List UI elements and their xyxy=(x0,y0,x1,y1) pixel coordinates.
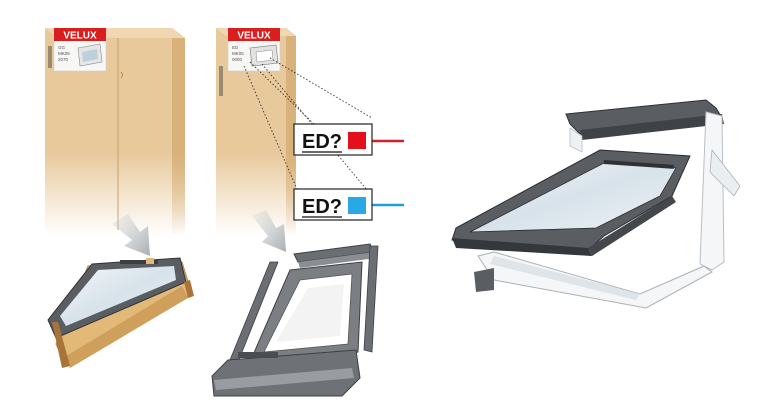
leader-line-blue-2 xyxy=(261,63,373,197)
flashing-bottom-rail xyxy=(238,352,278,358)
flashing-top-edge xyxy=(298,252,376,268)
box-middle-barcode xyxy=(219,66,223,96)
pine-frame-left-edge xyxy=(52,322,70,368)
package-box-left: VELUX GG MK06 2070 xyxy=(45,28,185,236)
box-middle-label-flashing-hole xyxy=(255,49,274,63)
callout-red: ED? xyxy=(293,123,404,156)
arrow-middle-icon xyxy=(252,210,286,252)
arrow-left-down xyxy=(112,214,150,256)
large-roof-window xyxy=(451,99,741,309)
box-middle-code-1: ED xyxy=(232,45,239,50)
box-left-code-3: 2070 xyxy=(58,57,69,62)
flashing-kit xyxy=(211,243,379,397)
arrow-middle-down xyxy=(252,210,286,252)
big-window-frame-bottom xyxy=(477,251,713,309)
callout-red-swatch xyxy=(348,132,366,149)
callout-blue: ED? xyxy=(293,188,404,221)
box-left-barcode xyxy=(48,46,52,68)
velux-logo-left-text: VELUX xyxy=(63,31,97,42)
box-middle-code-2: MK06 xyxy=(232,51,244,56)
box-left-handle-mark xyxy=(120,71,123,79)
box-left-front xyxy=(45,28,185,236)
velux-logo-middle-text: VELUX xyxy=(237,31,271,42)
arrow-left-icon xyxy=(112,214,150,256)
callout-red-label: ED? xyxy=(302,131,342,153)
callout-blue-swatch xyxy=(348,197,366,214)
box-left-code-1: GG xyxy=(58,45,66,50)
big-window-bottom-corner xyxy=(474,268,494,292)
box-left-code-2: MK06 xyxy=(58,51,70,56)
big-window-frame-top-edge xyxy=(580,114,724,140)
pine-window-latch xyxy=(146,258,154,264)
callout-blue-label: ED? xyxy=(302,196,342,218)
flashing-opening-inner xyxy=(276,284,344,342)
box-left-label-window-glass xyxy=(82,49,98,62)
box-middle-side xyxy=(286,28,296,236)
big-window-frame-bottom-inner xyxy=(490,256,640,300)
box-middle-code-3: 0000 xyxy=(232,57,243,62)
big-window-frame-right xyxy=(699,111,725,271)
leader-line-red-2 xyxy=(269,57,373,119)
callout-blue-box xyxy=(293,188,373,221)
big-window-vent-bar xyxy=(603,160,674,169)
box-left-side xyxy=(172,28,185,236)
pine-frame-right-edge xyxy=(184,280,194,298)
pine-roof-window xyxy=(47,257,194,368)
callout-red-box xyxy=(293,123,373,156)
big-window-sash-bottom-edge xyxy=(452,238,592,256)
velux-logo-left xyxy=(54,28,106,41)
pine-frame-bottom-edge xyxy=(66,286,188,368)
leader-line-blue-1 xyxy=(243,65,307,211)
flashing-right-piece xyxy=(363,245,379,353)
flashing-apron-fold xyxy=(214,368,354,390)
box-middle-front xyxy=(216,28,296,236)
big-window-sash-right-edge xyxy=(588,196,676,256)
pine-window-glass xyxy=(60,266,176,326)
package-box-middle: VELUX ED MK06 0000 xyxy=(216,28,296,236)
leader-lines xyxy=(243,57,373,211)
big-window-frame-left-top xyxy=(569,127,583,153)
big-window-hinge-arm xyxy=(709,148,741,197)
pine-window-handle-bar xyxy=(120,260,158,264)
velux-logo-middle xyxy=(228,28,280,41)
